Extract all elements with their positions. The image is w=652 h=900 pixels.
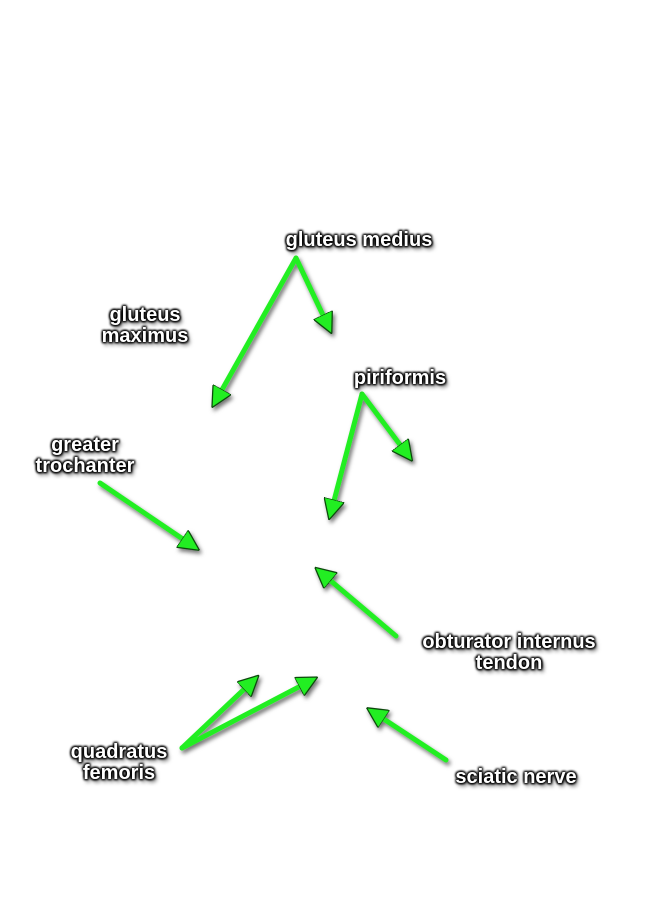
- arrow-gluteus-medius-to-medius: [293, 255, 330, 330]
- arrow-quadratus-femoris-lower: [179, 679, 314, 751]
- label-gluteus-maximus: gluteus maximus: [86, 305, 204, 347]
- label-piriformis-line-1: piriformis: [353, 367, 447, 389]
- label-greater-trochanter-line-1: greater: [51, 434, 119, 456]
- label-gluteus-medius: gluteus medius: [262, 230, 456, 251]
- label-gluteus-maximus-line-1: gluteus: [109, 304, 181, 326]
- arrow-piriformis-left: [330, 391, 365, 516]
- arrow-piriformis-right: [359, 391, 410, 458]
- arrow-greater-trochanter: [97, 480, 196, 548]
- label-obturator-internus-tendon-line-1: obturator internus: [422, 631, 596, 653]
- label-quadratus-femoris-line-2: femoris: [82, 762, 156, 784]
- label-obturator-internus-tendon-line-2: tendon: [475, 652, 543, 674]
- arrow-obturator-internus-tendon: [318, 570, 399, 639]
- label-quadratus-femoris-line-1: quadratus: [70, 741, 168, 763]
- label-obturator-internus-tendon: obturator internus tendon: [398, 632, 620, 674]
- label-gluteus-maximus-line-2: maximus: [101, 325, 189, 347]
- label-greater-trochanter: greater trochanter: [18, 435, 152, 477]
- arrow-quadratus-femoris-upper: [179, 678, 256, 751]
- label-sciatic-nerve: sciatic nerve: [436, 767, 596, 788]
- arrow-gluteus-medius-to-maximus: [214, 255, 299, 404]
- label-greater-trochanter-line-2: trochanter: [35, 455, 135, 477]
- label-gluteus-medius-line-1: gluteus medius: [285, 229, 433, 251]
- label-piriformis: piriformis: [336, 368, 464, 389]
- label-quadratus-femoris: quadratus femoris: [54, 742, 184, 784]
- label-sciatic-nerve-line-1: sciatic nerve: [455, 766, 577, 788]
- arrow-sciatic-nerve: [370, 710, 449, 763]
